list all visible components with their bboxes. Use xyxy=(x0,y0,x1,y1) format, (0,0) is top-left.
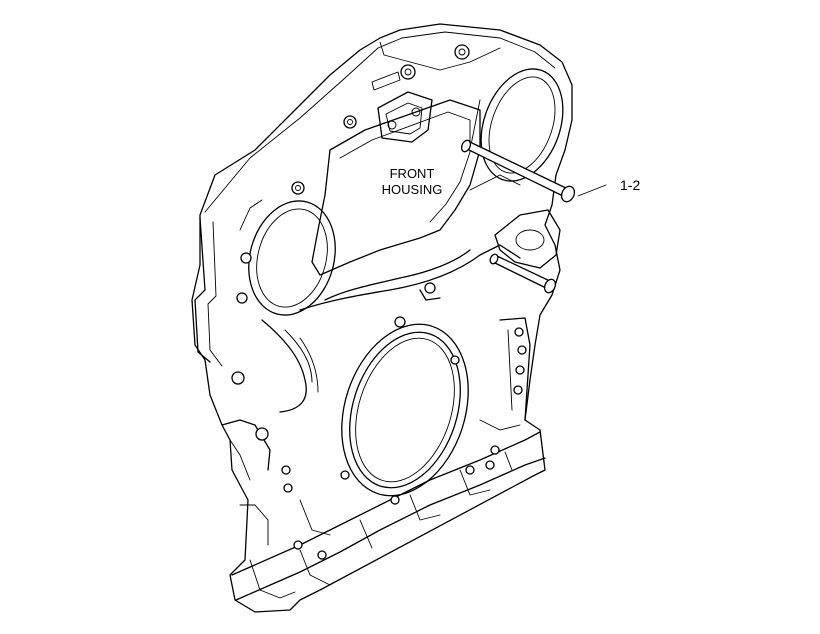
lower-main-bore xyxy=(340,316,469,505)
housing-label-line2: HOUSING xyxy=(382,182,443,197)
callout-leader-line xyxy=(577,184,607,197)
bolt-upper xyxy=(460,139,576,203)
front-housing-body xyxy=(191,23,573,613)
part-callout-label: 1-2 xyxy=(620,177,640,193)
center-rib xyxy=(261,244,521,413)
bolt-lower xyxy=(489,253,557,294)
upper-right-bore xyxy=(469,68,564,182)
left-bore xyxy=(236,199,336,316)
housing-label-line1: FRONT xyxy=(390,166,435,181)
right-bracket xyxy=(469,174,561,269)
left-lower-bosses xyxy=(231,371,331,560)
right-side-bosses xyxy=(465,317,531,475)
